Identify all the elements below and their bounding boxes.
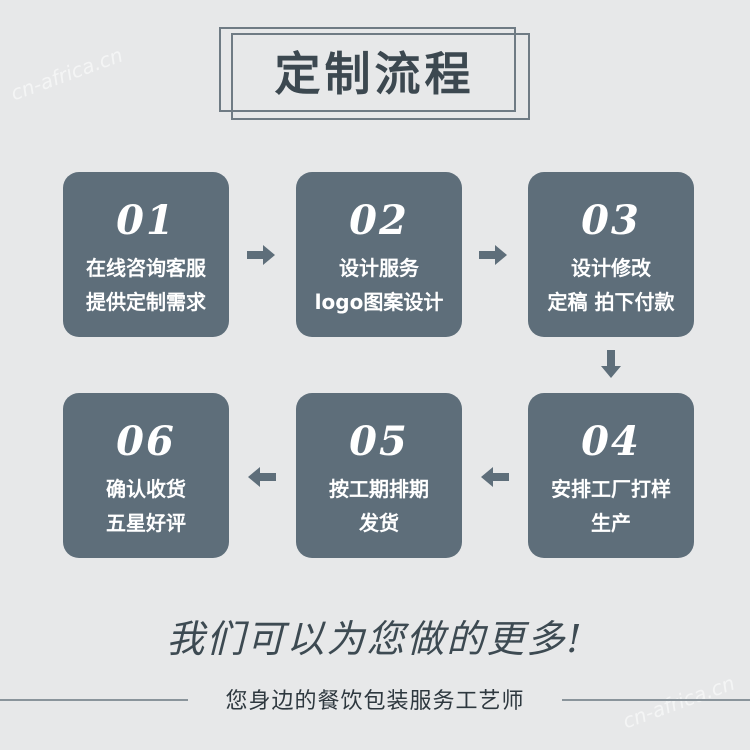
step-card-05: 05 按工期排期 发货 (296, 393, 462, 558)
step-line-2: 五星好评 (106, 511, 186, 535)
step-number: 01 (116, 197, 176, 244)
step-line-1: 在线咨询客服 (86, 256, 206, 280)
step-line-1: 确认收货 (106, 477, 186, 501)
step-card-04: 04 安排工厂打样 生产 (528, 393, 694, 558)
step-line-1: 设计服务 (339, 256, 419, 280)
subtitle: 您身边的餐饮包装服务工艺师 (225, 689, 525, 714)
arrow-left-icon (248, 467, 276, 487)
step-card-06: 06 确认收货 五星好评 (63, 393, 229, 558)
arrow-down-icon (601, 350, 621, 378)
step-line-2: 定稿 拍下付款 (547, 290, 675, 314)
step-line-1: 按工期排期 (329, 477, 429, 501)
step-card-02: 02 设计服务 logo图案设计 (296, 172, 462, 337)
arrow-left-icon (481, 467, 509, 487)
step-line-2: logo图案设计 (314, 290, 444, 314)
step-number: 05 (349, 418, 409, 465)
title-frame (219, 27, 530, 120)
step-number: 03 (581, 197, 641, 244)
arrow-right-icon (247, 245, 275, 265)
step-number: 02 (349, 197, 409, 244)
step-line-1: 设计修改 (571, 256, 651, 280)
arrow-right-icon (479, 245, 507, 265)
step-number: 06 (116, 418, 176, 465)
step-line-2: 提供定制需求 (86, 290, 206, 314)
step-card-01: 01 在线咨询客服 提供定制需求 (63, 172, 229, 337)
divider-left (0, 699, 188, 701)
step-card-03: 03 设计修改 定稿 拍下付款 (528, 172, 694, 337)
title-frame-inner (231, 33, 530, 120)
title-frame-outer (219, 27, 516, 112)
step-line-2: 发货 (359, 511, 399, 535)
divider-right (562, 699, 750, 701)
page-title: 定制流程 (274, 47, 475, 101)
step-line-2: 生产 (591, 511, 631, 535)
slogan: 我们可以为您做的更多! (166, 617, 584, 661)
watermark-top: cn-africa.cn (7, 42, 126, 106)
step-number: 04 (581, 418, 641, 465)
step-line-1: 安排工厂打样 (551, 477, 671, 501)
